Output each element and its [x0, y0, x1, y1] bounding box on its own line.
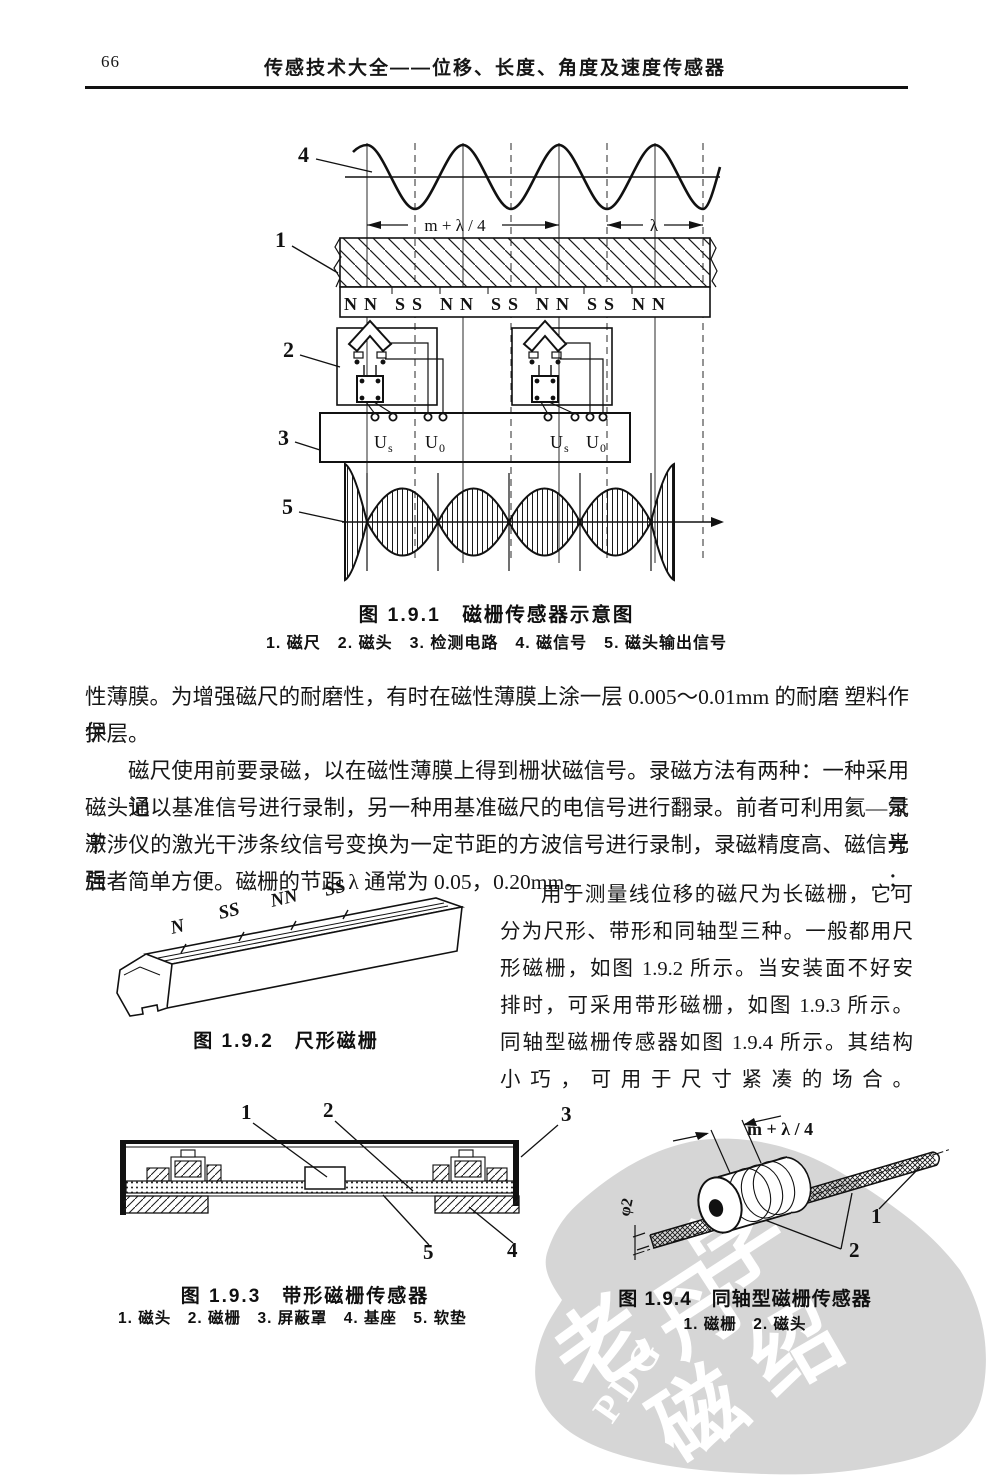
svg-text:NN: NN	[536, 294, 576, 314]
figure-1-9-1-magnetic-grid-sensor-diagram: 4 m + λ / 4 λ	[275, 142, 724, 582]
dimension-lambda	[607, 221, 703, 229]
leader-lines	[252, 1120, 559, 1246]
dimension-diameter-label: φ2	[616, 1197, 636, 1218]
svg-text:2: 2	[323, 1098, 334, 1122]
svg-text:U: U	[586, 432, 599, 452]
svg-text:s: s	[564, 441, 569, 455]
paragraph-line: 性薄膜。为增强磁尺的耐磨性，有时在磁性薄膜上涂一层 0.005～0.01mm 的…	[85, 685, 909, 745]
paragraph-line: 磁头通以基准信号进行录制，另一种用基准磁尺的电信号进行翻录。前者可利用氦—氖激光	[85, 796, 909, 856]
pole-labels: N SS NN SS	[167, 876, 347, 939]
callout-5: 5	[282, 494, 293, 519]
column-line: 小巧，可用于尺寸紧凑的场合。	[500, 1069, 913, 1091]
svg-text:SS: SS	[216, 899, 241, 924]
svg-text:U: U	[425, 432, 438, 452]
figure-1-9-3-legend: 1. 磁头 2. 磁栅 3. 屏蔽罩 4. 基座 5. 软垫	[118, 1310, 467, 1327]
figure-1-9-2-ruler-magnetic-grid: N SS NN SS	[116, 876, 466, 1017]
figure-1-9-4-caption: 图 1.9.4 同轴型磁栅传感器	[618, 1289, 872, 1310]
terminal-labels: U s U 0 U s U 0	[374, 432, 606, 455]
dimension-lambda-label: λ	[650, 216, 659, 235]
dimension-pitch	[672, 1115, 782, 1174]
magnetic-scale-bar: NN SS NN SS NN SS NN	[333, 237, 718, 318]
figure-1-9-2-caption: 图 1.9.2 尺形磁栅	[193, 1031, 379, 1052]
figure-1-9-4-legend: 1. 磁栅 2. 磁头	[683, 1316, 807, 1333]
figure-1-9-1-caption: 图 1.9.1 磁栅传感器示意图	[358, 604, 635, 626]
paragraph-line: 干涉仪的激光干涉条纹信号变换为一定节距的方波信号进行录制，录磁精度高、磁信号强；	[85, 833, 909, 893]
svg-text:4: 4	[507, 1238, 518, 1262]
column-line: 分为尺形、带形和同轴型三种。一般都用尺	[500, 921, 913, 943]
callout-numbers: 1 2 3 4 5	[241, 1098, 572, 1264]
paragraph-line: 护层。	[85, 722, 150, 746]
svg-text:NN: NN	[267, 885, 301, 912]
callout-3: 3	[278, 425, 289, 450]
svg-text:1: 1	[871, 1204, 882, 1228]
svg-text:NN: NN	[632, 294, 672, 314]
svg-text:NN: NN	[344, 294, 384, 314]
running-head-title: 传感技术大全——位移、长度、角度及速度传感器	[263, 58, 726, 79]
magnetic-head-cylinder	[697, 1156, 812, 1234]
svg-text:SS: SS	[587, 294, 621, 314]
center-head-block	[304, 1166, 346, 1190]
column-line: 形磁栅，如图 1.9.2 所示。当安装面不好安	[500, 958, 913, 980]
svg-text:SS: SS	[395, 294, 429, 314]
figure-1-9-1-legend: 1. 磁尺 2. 磁头 3. 检测电路 4. 磁信号 5. 磁头输出信号	[266, 635, 727, 652]
leader-1	[291, 245, 339, 274]
paragraph-line: 磁尺使用前要录磁，以在磁性薄膜上得到栅状磁信号。录磁方法有两种：一种采用记录	[128, 759, 909, 819]
callout-4: 4	[298, 142, 309, 167]
watermark-blob	[535, 1138, 986, 1475]
dimension-pitch	[367, 221, 559, 229]
column-line: 用于测量线位移的磁尺为长磁栅，它可	[541, 884, 913, 906]
dimension-pitch-label: m + λ / 4	[424, 216, 486, 235]
shield-cover	[120, 1140, 519, 1215]
figure-1-9-3-caption: 图 1.9.3 带形磁栅传感器	[180, 1286, 430, 1307]
svg-text:U: U	[550, 432, 563, 452]
svg-text:N: N	[167, 915, 187, 939]
leader-lines	[764, 1166, 921, 1250]
ruler-bar-drawing	[116, 897, 466, 1017]
magnetic-head-right	[511, 319, 613, 415]
leader-5	[298, 511, 346, 523]
svg-text:3: 3	[561, 1102, 572, 1126]
scan-watermark: 学 丹 老 绍 磁 PDG	[535, 1138, 986, 1479]
svg-text:NN: NN	[440, 294, 480, 314]
svg-text:1: 1	[241, 1100, 252, 1124]
svg-text:5: 5	[423, 1240, 434, 1264]
callout-2: 2	[283, 337, 294, 362]
base-blocks	[122, 1195, 520, 1214]
magnetic-signal-waveform	[345, 143, 722, 211]
leader-4	[315, 158, 373, 173]
figure-1-9-3-band-magnetic-grid-sensor: 1 2 3 4 5	[120, 1098, 572, 1264]
head-assembly-right	[432, 1149, 508, 1182]
head-assembly-left	[146, 1149, 222, 1182]
magnetic-head-left	[336, 319, 444, 415]
dimension-pitch-label: m + λ / 4	[747, 1119, 813, 1139]
leader-2	[299, 354, 341, 368]
dimension-diameter	[632, 1225, 650, 1260]
svg-text:SS: SS	[322, 876, 347, 901]
svg-text:SS: SS	[491, 294, 525, 314]
pole-labels: NN SS NN SS NN SS NN	[344, 294, 672, 314]
column-line: 排时，可采用带形磁栅，如图 1.9.3 所示。	[500, 995, 913, 1017]
detection-circuit-box: U s U 0 U s U 0	[319, 412, 631, 463]
svg-text:U: U	[374, 432, 387, 452]
paragraph-line: 后者简单方便。磁栅的节距 λ 通常为 0.05，0.20mm。	[85, 870, 586, 894]
svg-text:2: 2	[849, 1238, 860, 1262]
pole-ticks	[180, 909, 349, 954]
leader-3	[294, 441, 321, 451]
svg-text:0: 0	[439, 441, 445, 455]
column-line: 同轴型磁栅传感器如图 1.9.4 所示。其结构	[500, 1032, 913, 1054]
head-output-signal	[342, 462, 724, 582]
callout-1: 1	[275, 227, 286, 252]
svg-text:0: 0	[600, 441, 606, 455]
figure-1-9-4-coaxial-magnetic-grid-sensor: m + λ / 4 φ2 1 2	[616, 1115, 952, 1262]
callout-numbers: 1 2	[849, 1204, 882, 1262]
page-number: 66	[101, 52, 120, 71]
svg-text:s: s	[388, 441, 393, 455]
header-rule	[85, 86, 908, 89]
